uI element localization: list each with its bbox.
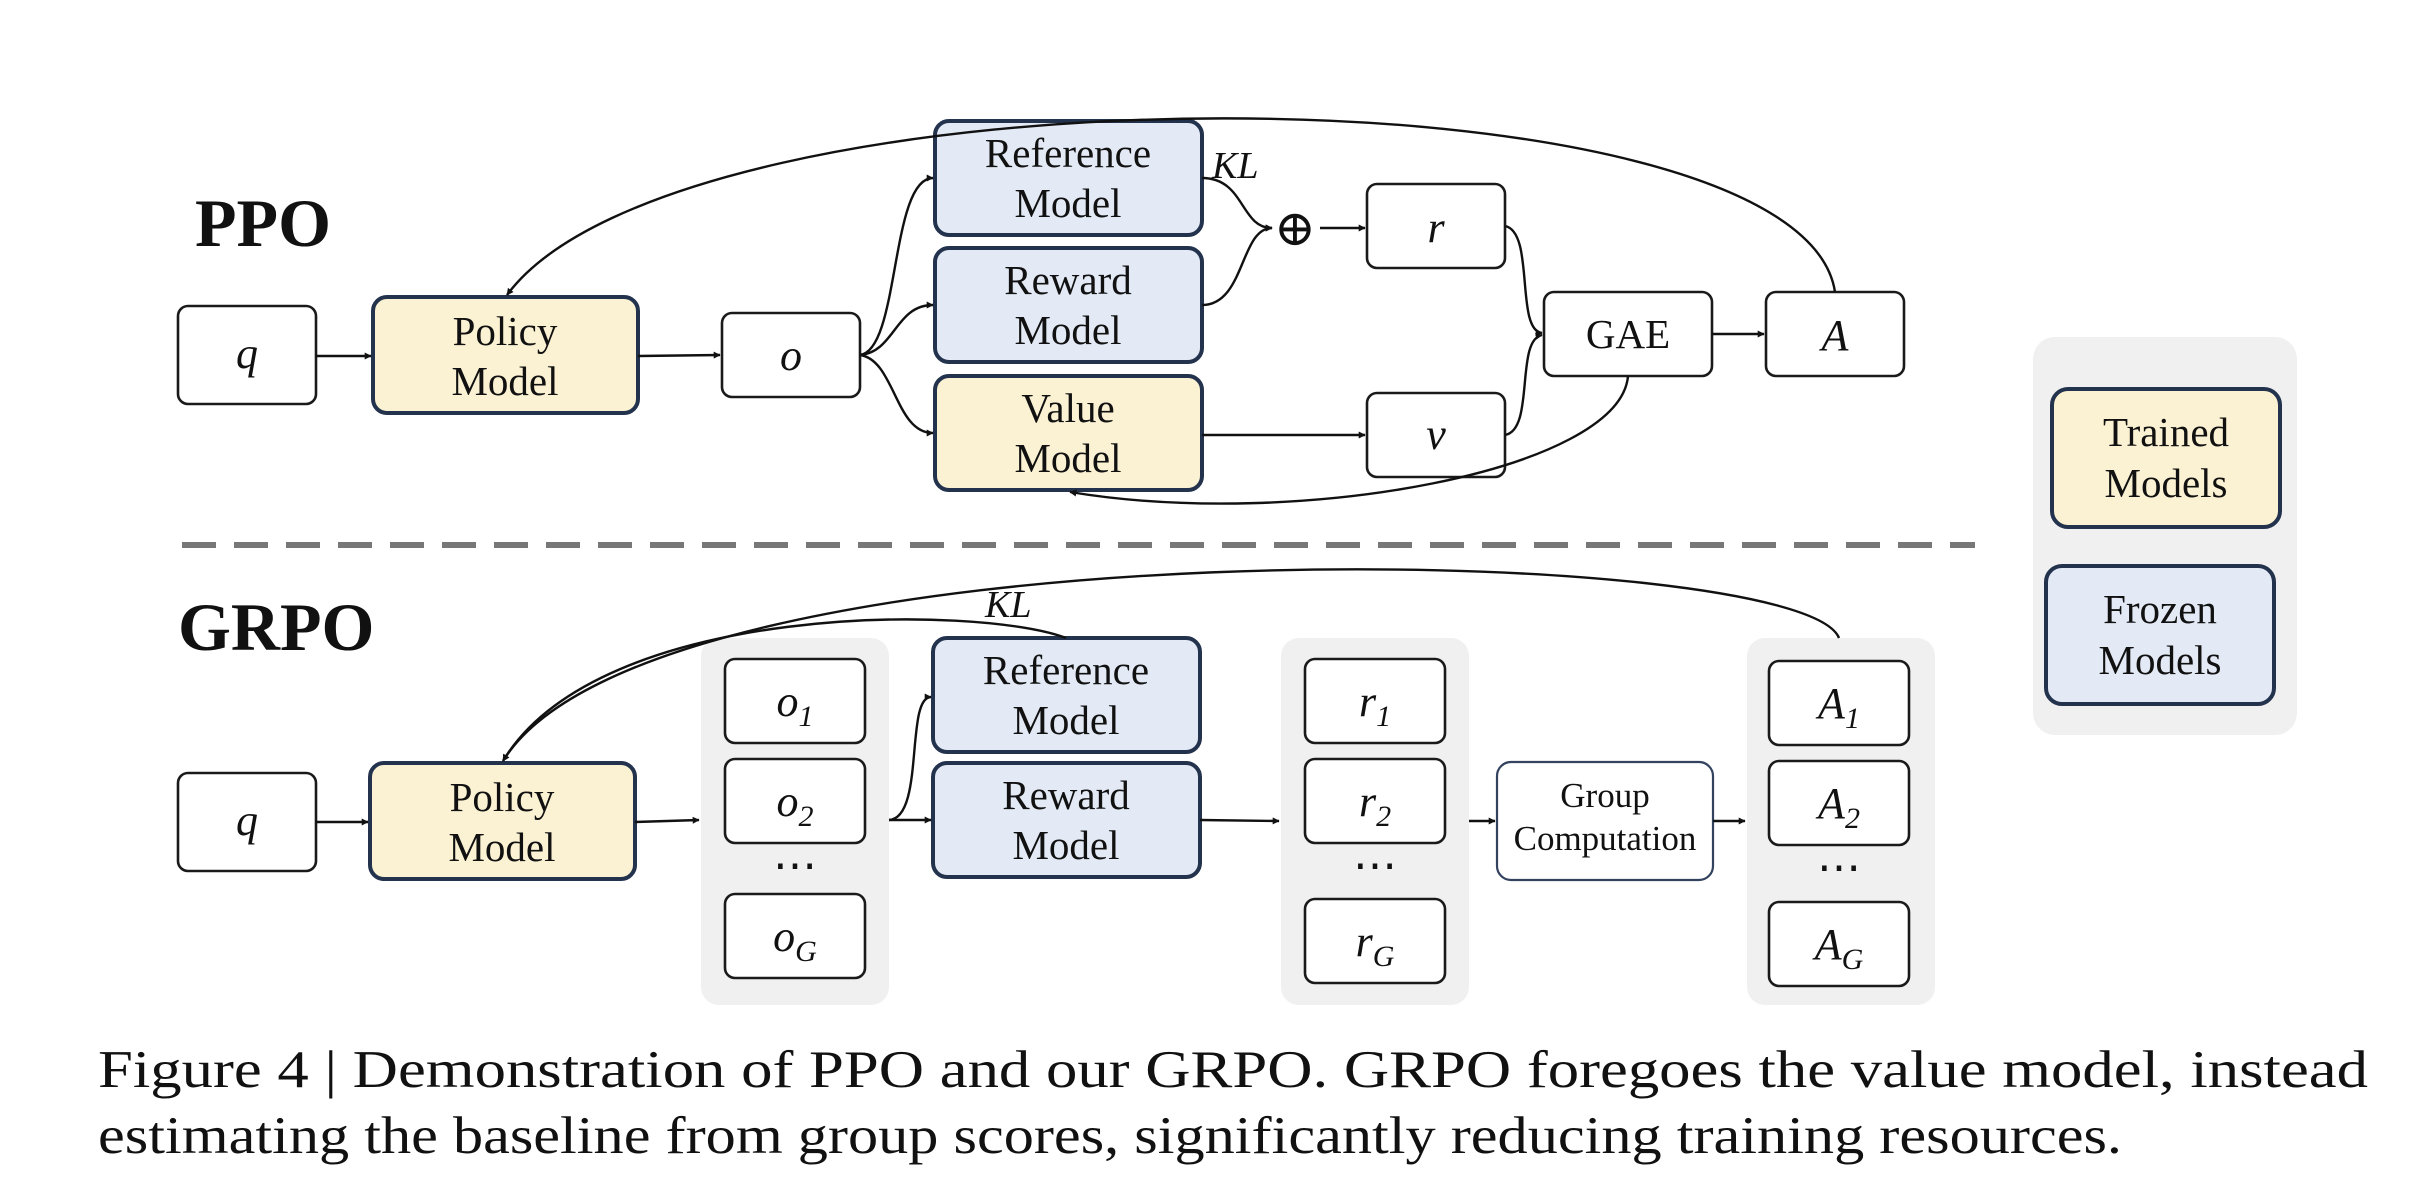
ppo-reward-line2: Model [1014,307,1121,353]
ppo-arrow-feedback-policy [506,117,1837,296]
legend-frozen-swatch [2044,564,2276,706]
ppo-section: PPO q Policy Model o Reference Model Rew… [176,117,1906,505]
ppo-arrow-gae-value [1069,375,1630,505]
grpo-advantage-box-1 [1767,659,1911,747]
grpo-reference-line2: Model [1012,697,1119,743]
legend-frozen-line1: Frozen [2103,586,2217,632]
ppo-arrow-output-value [859,353,934,437]
ppo-value-estimate-label: v [1426,410,1446,459]
grpo-group-line2: Computation [1514,819,1697,858]
grpo-advantage-label-2: A2 [1815,779,1860,835]
grpo-reward-ellipsis: ⋯ [1353,841,1397,890]
ppo-arrow-output-reward [859,301,934,357]
ppo-value-model [933,374,1204,492]
grpo-reward-box-2 [1303,757,1447,845]
grpo-output-ellipsis: ⋯ [773,841,817,890]
grpo-reward-label-g: rG [1356,917,1395,973]
grpo-output-box-g [723,892,867,980]
caption-line-1: Figure 4 | Demonstration of PPO and our … [98,1041,2368,1099]
legend-trained-swatch [2050,387,2282,529]
grpo-arrow-feedback-policy [501,568,1841,762]
grpo-arrow-outputs-reference [888,693,932,822]
grpo-advantage-box-2 [1767,759,1911,847]
ppo-query-label: q [236,329,258,378]
grpo-output-box-2 [723,757,867,845]
grpo-policy-line1: Policy [450,774,555,820]
ppo-reference-line1: Reference [985,130,1151,176]
grpo-advantage-box-g [1767,900,1911,988]
grpo-reward-box-g [1303,897,1447,985]
grpo-policy-line2: Model [448,824,555,870]
grpo-arrow-reward-rewards [1199,817,1280,825]
grpo-arrow-kl-policy [501,618,1067,762]
grpo-advantage-label-g: AG [1812,920,1864,976]
ppo-value-line1: Value [1021,385,1114,431]
grpo-kl-label: KL [984,584,1031,626]
ppo-value-line2: Model [1014,435,1121,481]
grpo-title: GRPO [178,589,374,665]
ppo-title: PPO [195,185,331,261]
grpo-reward-label-1: r1 [1359,677,1391,733]
grpo-reference-line1: Reference [983,647,1149,693]
grpo-reference-model [931,636,1202,754]
caption-line-2: estimating the baseline from group score… [98,1107,2122,1165]
ppo-gae-label: GAE [1586,311,1670,357]
legend-trained-line2: Models [2105,460,2228,506]
ppo-sum-symbol: ⊕ [1274,200,1316,256]
grpo-advantage-ellipsis: ⋯ [1817,843,1861,892]
ppo-policy-line1: Policy [453,308,558,354]
grpo-reward-label-2: r2 [1359,777,1391,833]
ppo-arrow-r-gae [1504,224,1543,336]
grpo-advantage-label-1: A1 [1815,679,1860,735]
legend: Trained Models Frozen Models [2033,337,2297,735]
ppo-reference-line2: Model [1014,180,1121,226]
grpo-group-line1: Group [1560,776,1649,815]
grpo-section: GRPO q Policy Model o1 o2 ⋯ oG Reference… [176,568,1935,1005]
grpo-output-label-g: oG [773,912,817,968]
legend-trained-line1: Trained [2103,409,2229,455]
ppo-reward-value-label: r [1427,203,1445,252]
grpo-reward-line1: Reward [1002,772,1130,818]
grpo-output-label-1: o1 [777,677,814,733]
ppo-advantage-label: A [1819,311,1850,360]
grpo-output-box-1 [723,657,867,745]
ppo-arrow-reward-sum [1201,224,1273,307]
grpo-output-label-2: o2 [777,777,814,833]
ppo-arrow-v-gae [1504,332,1543,437]
ppo-arrow-policy-output [637,351,721,359]
figure-caption: Figure 4 | Demonstration of PPO and our … [98,1041,2368,1165]
grpo-query-label: q [236,796,258,845]
grpo-reward-box-1 [1303,657,1447,745]
grpo-reward-line2: Model [1012,822,1119,868]
ppo-arrow-output-reference [859,174,934,357]
ppo-reward-line1: Reward [1004,257,1132,303]
ppo-arrow-reference-sum [1201,176,1273,232]
grpo-arrow-policy-outputs [634,816,700,824]
ppo-policy-line2: Model [451,358,558,404]
ppo-output-label: o [780,331,802,380]
legend-frozen-line2: Models [2099,637,2222,683]
